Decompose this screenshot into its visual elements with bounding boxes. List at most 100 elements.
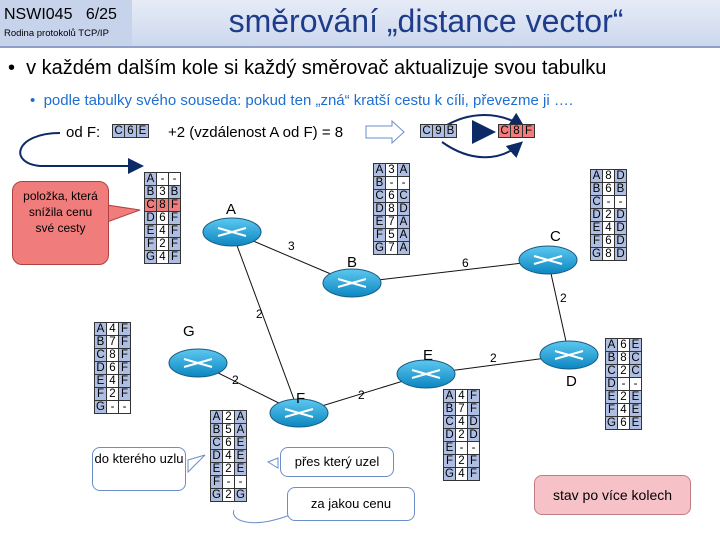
table-cell-cost: 4 xyxy=(222,449,235,463)
table-cell-dest: C xyxy=(373,189,386,203)
table-cell-via: F xyxy=(168,211,181,225)
table-cell-via: D xyxy=(467,428,480,442)
table-cell-cost: 4 xyxy=(617,403,630,417)
table-cell-dest: A xyxy=(373,163,386,177)
page-number: 6/25 xyxy=(85,6,117,23)
table-cell-cost: 4 xyxy=(106,374,119,388)
table-cell-dest: F xyxy=(605,403,618,417)
router-d-icon xyxy=(539,340,599,370)
table-cell-dest: C xyxy=(605,364,618,378)
table-cell-cost: 2 xyxy=(106,387,119,401)
table-cell-via: D xyxy=(397,202,410,216)
node-label-g: G xyxy=(183,323,195,340)
sub-bullet-text: podle tabulky svého souseda: pokud ten „… xyxy=(43,92,574,109)
result-arrow-icon xyxy=(441,141,523,159)
table-cell-dest: A xyxy=(210,410,223,424)
slide-title: směrování „distance vector“ xyxy=(228,3,624,39)
sub-bullet: • podle tabulky svého souseda: pokud ten… xyxy=(30,92,573,109)
link-b-c xyxy=(351,259,549,284)
table-row: B-- xyxy=(373,176,410,190)
computed-via: B xyxy=(444,124,457,138)
cost-pointer-icon xyxy=(233,509,291,524)
table-cell-dest: A xyxy=(443,389,456,403)
table-cell-dest: C xyxy=(590,195,603,209)
table-cell-cost: - xyxy=(455,441,468,455)
node-label-d: D xyxy=(566,373,577,390)
table-cell-cost: - xyxy=(385,176,398,190)
table-cell-cost: 4 xyxy=(156,250,169,264)
reduced-cost-text: položka, která snížila cenu své cesty xyxy=(23,189,98,235)
table-cell-dest: F xyxy=(590,234,603,248)
table-cell-via: A xyxy=(397,215,410,229)
table-cell-cost: 2 xyxy=(222,462,235,476)
table-cell-via: C xyxy=(629,351,642,365)
table-cell-via: F xyxy=(168,250,181,264)
table-cell-dest: D xyxy=(144,211,157,225)
result-entry: C 8 F xyxy=(498,124,535,138)
link-c-d xyxy=(547,259,570,356)
table-cell-cost: 8 xyxy=(106,348,119,362)
table-row: D-- xyxy=(605,377,642,391)
table-cell-cost: 2 xyxy=(617,364,630,378)
table-cell-dest: B xyxy=(210,423,223,437)
table-cell-via: A xyxy=(397,163,410,177)
table-cell-via: E xyxy=(234,462,247,476)
header-divider xyxy=(0,46,720,48)
table-cell-dest: G xyxy=(443,467,456,481)
table-cell-via: F xyxy=(467,389,480,403)
table-cell-cost: 4 xyxy=(106,322,119,336)
table-cell-dest: B xyxy=(605,351,618,365)
table-cell-dest: G xyxy=(210,488,223,502)
table-cell-cost: 7 xyxy=(385,215,398,229)
table-cell-via: C xyxy=(397,189,410,203)
table-cell-cost: 5 xyxy=(385,228,398,242)
table-cell-via: B xyxy=(168,185,181,199)
computed-dest: C xyxy=(420,124,433,138)
table-cell-via: F xyxy=(467,402,480,416)
reduced-pointer-icon xyxy=(106,204,141,223)
table-cell-cost: 7 xyxy=(455,402,468,416)
header-title-band xyxy=(132,0,720,46)
table-cell-cost: 2 xyxy=(617,390,630,404)
course-code: NSWI045 6/25 xyxy=(4,6,117,24)
table-cell-cost: - xyxy=(617,377,630,391)
table-cell-via: A xyxy=(397,241,410,255)
table-cell-cost: 6 xyxy=(385,189,398,203)
table-cell-dest: B xyxy=(590,182,603,196)
table-cell-dest: D xyxy=(590,208,603,222)
table-cell-via: - xyxy=(118,400,131,414)
result-cost: 8 xyxy=(510,124,523,138)
cost-c-d: 2 xyxy=(560,291,567,305)
router-b-icon xyxy=(322,268,382,298)
table-cell-dest: B xyxy=(94,335,107,349)
router-e-icon xyxy=(396,359,456,389)
course-id: NSWI045 xyxy=(4,6,73,23)
table-cell-cost: 2 xyxy=(222,488,235,502)
table-cell-cost: 6 xyxy=(617,416,630,430)
entry-to-update-arrow-icon xyxy=(441,112,526,129)
table-cell-via: F xyxy=(168,224,181,238)
table-cell-cost: 7 xyxy=(385,241,398,255)
entry-from-f: C 6 E xyxy=(112,124,149,138)
computed-entry: C 9 B xyxy=(420,124,457,138)
table-cell-dest: C xyxy=(94,348,107,362)
